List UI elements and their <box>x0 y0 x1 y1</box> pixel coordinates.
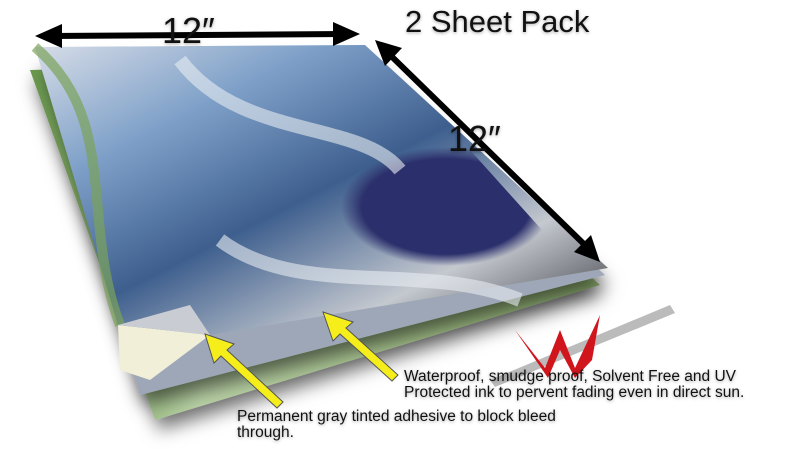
height-arrow <box>375 40 600 262</box>
ink-callout-line2: Protected ink to pervent fading even in … <box>404 384 745 401</box>
width-arrow <box>35 22 360 48</box>
width-label: 12″ <box>162 10 215 51</box>
adhesive-callout-line2: through. <box>237 424 294 441</box>
ink-callout-line1: Waterproof, smudge proof, Solvent Free a… <box>404 368 736 385</box>
wraptorskinz-logo <box>490 305 675 387</box>
fractal-pattern <box>260 130 560 300</box>
ink-callout: Waterproof, smudge proof, Solvent Free a… <box>404 369 744 401</box>
adhesive-callout: Permanent gray tinted adhesive to block … <box>237 409 556 441</box>
pack-title: 2 Sheet Pack <box>405 4 590 39</box>
adhesive-callout-line1: Permanent gray tinted adhesive to block … <box>237 408 556 425</box>
height-label: 12″ <box>448 118 501 159</box>
arrow-icon <box>204 311 399 409</box>
peeled-corner <box>118 325 210 380</box>
